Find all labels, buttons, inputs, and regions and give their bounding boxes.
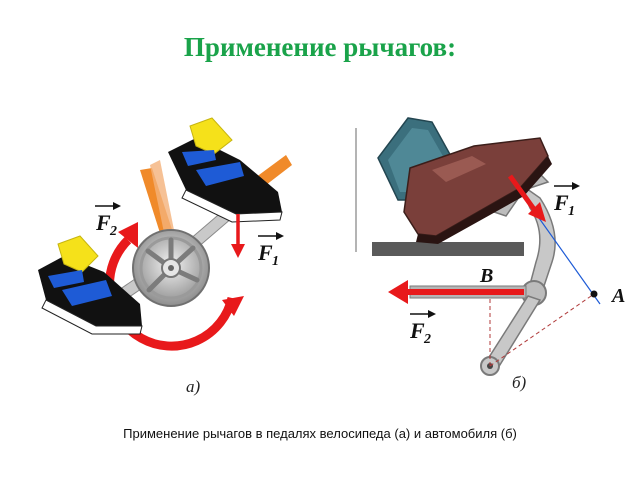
label-f1-a: F	[257, 240, 273, 265]
point-a-dot	[590, 290, 598, 298]
arm-dashed-1	[489, 293, 595, 367]
rotation-arrowhead-top	[118, 222, 138, 248]
label-f1-a-sub: 1	[272, 254, 279, 269]
floor-bar	[372, 242, 524, 256]
label-f2-b: F	[409, 318, 425, 343]
label-f2-a: F	[95, 210, 111, 235]
panel-b-label: б)	[512, 373, 527, 392]
force-f2-arrowhead-b	[388, 280, 408, 304]
force-f1-arrowhead-b	[528, 202, 546, 222]
rotation-arc	[105, 236, 237, 351]
label-f2-a-sub: 2	[109, 224, 117, 239]
figure-caption: Применение рычагов в педалях велосипеда …	[123, 426, 517, 441]
label-f2-b-sub: 2	[423, 332, 431, 347]
bicycle-pedal-panel: F 2 F 1 а)	[38, 117, 292, 396]
panel-a-label: а)	[186, 377, 201, 396]
car-pedal-panel: F 1 F 2 B A б)	[355, 117, 625, 392]
label-point-a: A	[610, 285, 625, 307]
force-f1-arrowhead-a	[231, 244, 245, 258]
page-title: Применение рычагов:	[183, 32, 457, 62]
rotation-arrowhead-bottom	[222, 296, 244, 316]
label-f1-b-sub: 1	[568, 204, 575, 219]
force-f1-arrow-b	[507, 174, 539, 214]
shoe-upper	[168, 117, 283, 223]
force-f2-arrow-b	[404, 289, 524, 295]
label-point-b: B	[479, 265, 493, 287]
label-f1-b: F	[553, 190, 569, 215]
shoe-lower	[38, 235, 143, 335]
